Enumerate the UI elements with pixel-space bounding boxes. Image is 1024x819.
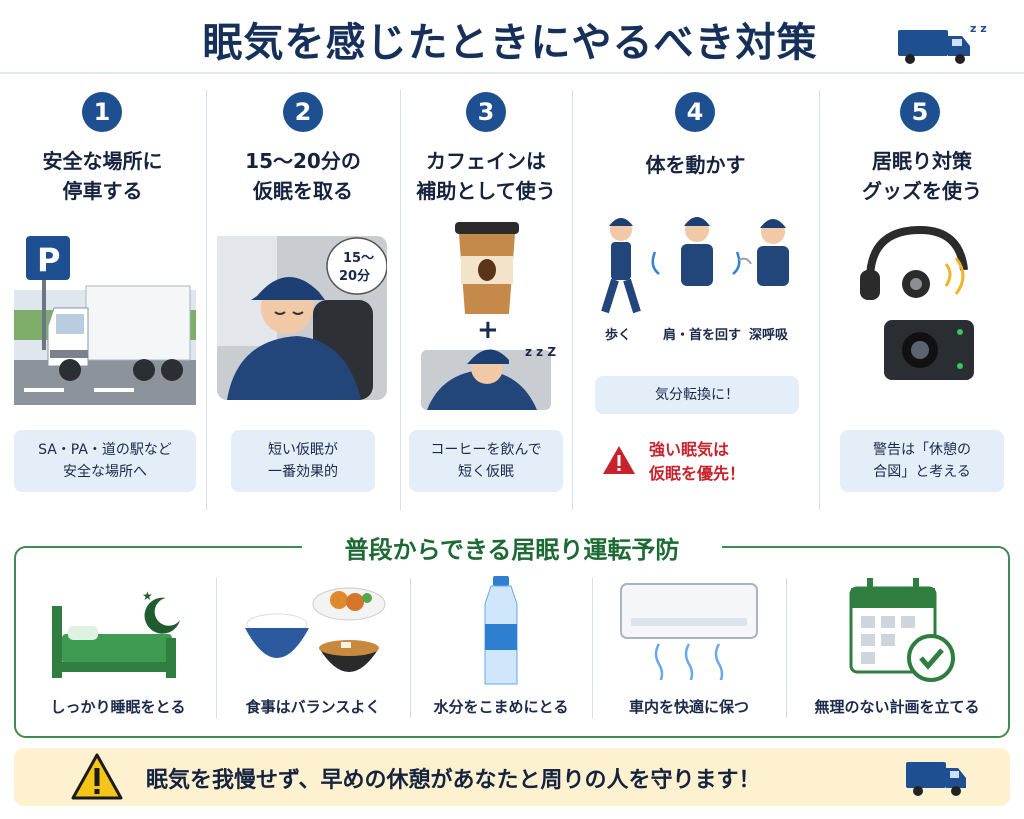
step-title-line1: 15～20分の: [245, 149, 361, 173]
coffee-and-nap-illustration: + z z Z: [421, 222, 556, 410]
step-note: 短い仮眠が 一番効果的: [231, 430, 375, 492]
truck-icon: z z Z: [898, 22, 990, 64]
walking-person-icon: [601, 218, 641, 314]
step-note-line1: SA・PA・道の駅など: [38, 442, 172, 458]
step-title-line2: 補助として使う: [416, 179, 556, 203]
exercise-labels: 歩く 肩・首を回す 深呼吸: [587, 324, 807, 344]
tip-label: 車内を快適に保つ: [628, 698, 749, 716]
dashcam-icon: [884, 320, 974, 380]
step-divider: [400, 90, 401, 510]
prevention-title: 普段からできる居眠り運転予防: [344, 536, 680, 564]
tip-planning: 無理のない計画を立てる: [787, 570, 1007, 730]
tip-divider: [786, 578, 787, 718]
tip-label: 食事はバランスよく: [245, 698, 381, 716]
meal-icon: [245, 587, 386, 672]
tip-label: 無理のない計画を立てる: [814, 698, 980, 716]
tip-meal: 食事はバランスよく: [217, 570, 409, 730]
anti-drowsiness-gadgets-illustration: [860, 225, 974, 380]
zzz-text: z z Z: [525, 345, 556, 359]
tip-water: 水分をこまめにとる: [411, 570, 591, 730]
action-shoulder-label: 肩・首を回す: [663, 328, 742, 343]
step-note-line1: 短い仮眠が: [268, 442, 338, 458]
step-note: コーヒーを飲んで 短く仮眠: [409, 430, 563, 492]
speech-bubble: [326, 237, 387, 295]
footer-message: 眠気を我慢せず、早めの休憩があなたと周りの人を守ります！: [146, 768, 761, 793]
step-divider: [819, 90, 820, 510]
step-2: 2 15～20分の 仮眠を取る 15～ 20分 短い仮眠が 一番効果的: [207, 80, 399, 510]
step-note-line2: 安全な場所へ: [62, 464, 147, 480]
step-divider: [206, 90, 207, 510]
step-note-line2: 短く仮眠: [458, 464, 514, 480]
step-number: 3: [466, 92, 506, 132]
napping-driver-small: [421, 349, 551, 410]
step-number: 4: [675, 92, 715, 132]
bubble-line2: 20分: [339, 268, 370, 284]
step-title-line2: 停車する: [62, 179, 143, 203]
tip-divider: [410, 578, 411, 718]
step-note: SA・PA・道の駅など 安全な場所へ: [14, 430, 196, 492]
parking-sign-icon: [26, 236, 70, 280]
action-walk-label: 歩く: [605, 328, 632, 343]
deep-breath-person-icon: [738, 219, 789, 286]
prevention-title-bg: [302, 534, 722, 562]
parking-sign-letter: P: [37, 241, 60, 279]
water-bottle-icon: [484, 576, 518, 685]
tip-label: 水分をこまめにとる: [433, 698, 569, 716]
step-3: 3 カフェインは 補助として使う + z z Z コーヒーを飲んで: [401, 80, 571, 510]
step-note: 警告は「休憩の 合図」と考える: [840, 430, 1004, 492]
step-note-line2: 合図」と考える: [873, 464, 971, 480]
truck-icon: [906, 762, 966, 796]
step-number: 1: [82, 92, 122, 132]
bubble-line1: 15～: [343, 251, 374, 266]
step-5: 5 居眠り対策 グッズを使う 警告は「休憩の: [820, 80, 1024, 510]
coffee-cup-icon: [455, 222, 519, 314]
exercise-illustration: [601, 217, 789, 314]
warning-text: 強い眠気は 仮眠を優先！: [649, 438, 745, 486]
step-title: カフェインは 補助として使う: [401, 146, 571, 206]
parked-truck-illustration: P: [14, 236, 196, 405]
step-note-line2: 一番効果的: [268, 464, 338, 480]
tip-sleep: ★ しっかり睡眠をとる: [20, 570, 216, 730]
tip-divider: [216, 578, 217, 718]
step-title-line1: 居眠り対策: [872, 149, 972, 173]
footer-banner: 眠気を我慢せず、早めの休憩があなたと周りの人を守ります！: [14, 748, 1010, 806]
action-breath-label: 深呼吸: [749, 328, 789, 343]
step-note-line1: コーヒーを飲んで: [430, 442, 542, 458]
step-title: 安全な場所に 停車する: [0, 146, 205, 206]
warning-icon: [71, 753, 123, 800]
headset-icon: [860, 225, 968, 300]
bed-icon: ★: [52, 589, 180, 678]
step-number: 2: [283, 92, 323, 132]
step-title: 15～20分の 仮眠を取る: [207, 146, 399, 206]
warning-icon: [603, 446, 635, 474]
zzz-text: z z Z: [970, 22, 990, 35]
step-title-line2: グッズを使う: [862, 179, 982, 203]
tip-label: しっかり睡眠をとる: [50, 698, 186, 716]
step-1: 1 安全な場所に 停車する P SA・PA・道の駅など 安全な場所へ: [0, 80, 205, 510]
calendar-check-icon: [849, 578, 955, 682]
napping-driver-illustration: 15～ 20分: [217, 236, 387, 400]
tip-divider: [592, 578, 593, 718]
tip-comfort: 車内を快適に保つ: [593, 570, 785, 730]
step-4: 4 体を動かす 歩く: [573, 80, 818, 510]
air-conditioner-icon: [620, 583, 758, 680]
step-title-line1: 安全な場所に: [42, 149, 163, 173]
step-divider: [572, 90, 573, 510]
moon-icon: [144, 597, 180, 634]
page-title: 眠気を感じたときにやるべき対策: [202, 20, 818, 66]
step-title-line2: 仮眠を取る: [253, 179, 353, 203]
step-number: 5: [900, 92, 940, 132]
step-note-line1: 警告は「休憩の: [873, 442, 971, 458]
steps-section: 1 安全な場所に 停車する P SA・PA・道の駅など 安全な場所へ: [0, 80, 1024, 510]
step-title: 体を動かす: [645, 153, 746, 177]
shoulder-roll-person-icon: [651, 217, 741, 286]
warning-line1: 強い眠気は: [649, 440, 730, 459]
step-note: 気分転換に！: [595, 376, 799, 414]
plus-sign: +: [477, 315, 499, 345]
header: 眠気を感じたときにやるべき対策 z z Z: [0, 0, 1024, 74]
step-title: 居眠り対策 グッズを使う: [820, 146, 1024, 206]
step-title-line1: カフェインは: [426, 149, 546, 173]
warning-line2: 仮眠を優先！: [649, 464, 746, 483]
svg-text:★: ★: [142, 589, 153, 603]
